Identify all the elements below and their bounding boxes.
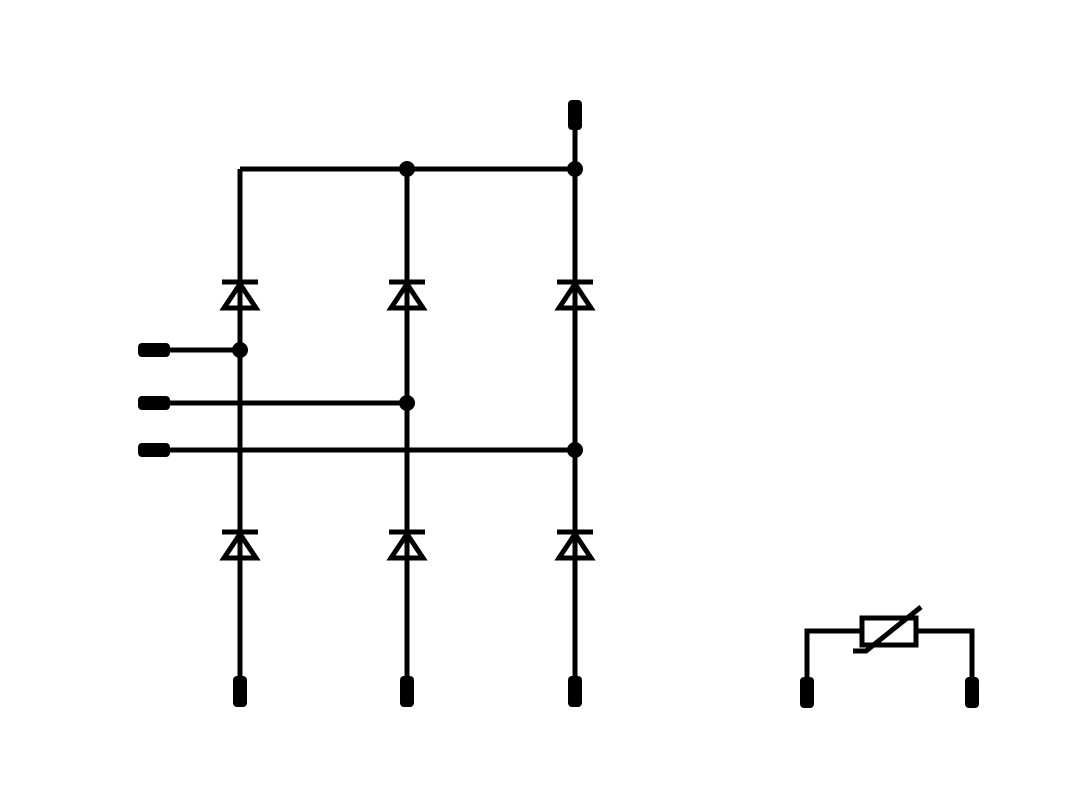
junction-input1-col1 [232,342,248,358]
diode-d3-triangle [554,279,596,311]
diode-d4-triangle [219,529,261,561]
terminal-bottom-1 [233,676,247,707]
terminal-ac-input-1 [138,343,170,357]
terminal-ac-input-3 [138,443,170,457]
junction-top-bus-col3 [567,161,583,177]
terminal-varistor-left [800,677,814,708]
terminals-layer [138,100,979,708]
diode-d2-triangle [386,279,428,311]
diode-d1-triangle [219,279,261,311]
varistor-slash [853,605,923,654]
terminal-bottom-2 [400,676,414,707]
diode-d3 [554,279,596,311]
junction-input2-col2 [399,395,415,411]
diodes-layer [219,279,596,561]
wires-layer [165,125,975,681]
diode-d6-triangle [554,529,596,561]
varistor-r1 [853,605,923,654]
junctions-layer [232,161,583,458]
terminal-varistor-right [965,677,979,708]
diode-d4 [219,529,261,561]
terminal-bottom-3 [568,676,582,707]
junction-top-bus-col2 [399,161,415,177]
terminal-ac-input-2 [138,396,170,410]
diode-d6 [554,529,596,561]
varistor-body [859,615,919,648]
diode-d2 [386,279,428,311]
diode-d5 [386,529,428,561]
diode-d5-triangle [386,529,428,561]
diode-d1 [219,279,261,311]
terminal-top-output [568,100,582,130]
junction-input3-col3 [567,442,583,458]
